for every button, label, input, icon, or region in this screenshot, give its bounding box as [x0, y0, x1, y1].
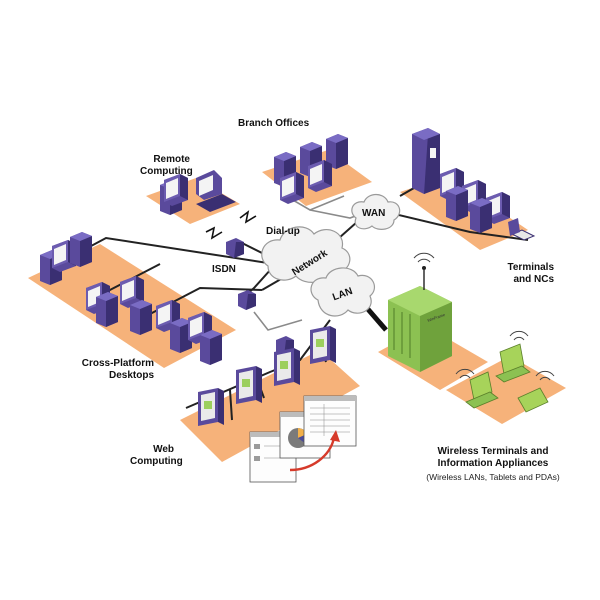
web-arrow-head: [330, 430, 340, 442]
label-wireless: Wireless Terminals and Information Appli…: [437, 446, 549, 469]
wireless-tablet: [517, 387, 549, 413]
label-cross-platform: Cross-Platform Desktops: [81, 358, 154, 381]
label-dial-up: Dial-up: [266, 226, 300, 237]
browser-window-3: [303, 395, 357, 447]
dialup-bolt-2: [205, 226, 223, 240]
label-branch-offices: Branch Offices: [238, 118, 310, 129]
winframe-server: [388, 266, 452, 372]
isdn-hub: [226, 238, 244, 258]
label-terminals: Terminals and NCs: [507, 262, 555, 285]
platform-web-computing: [180, 350, 360, 462]
winframe-label: WinFrame: [427, 312, 447, 323]
wan-cloud-label: WAN: [362, 208, 385, 219]
desktop-hub: [238, 290, 256, 310]
dialup-bolt-1: [239, 210, 257, 224]
label-remote-computing: Remote Computing: [140, 154, 193, 177]
wireless-signals: [455, 330, 555, 381]
web-arrow: [289, 437, 336, 472]
network-cloud: [261, 226, 351, 283]
label-web-computing: Web Computing: [130, 444, 183, 467]
lan-cloud: [310, 267, 375, 317]
remote-laptop: [196, 170, 236, 212]
server-signal: [413, 252, 435, 263]
wireless-laptop-1: [465, 371, 499, 409]
wan-cloud: [351, 193, 401, 230]
label-isdn: ISDN: [212, 264, 236, 275]
network-computer: [508, 218, 536, 241]
mainframe-server: [412, 128, 440, 194]
wireless-laptop-2: [495, 343, 531, 383]
label-wireless-sub: (Wireless LANs, Tablets and PDAs): [426, 472, 560, 482]
